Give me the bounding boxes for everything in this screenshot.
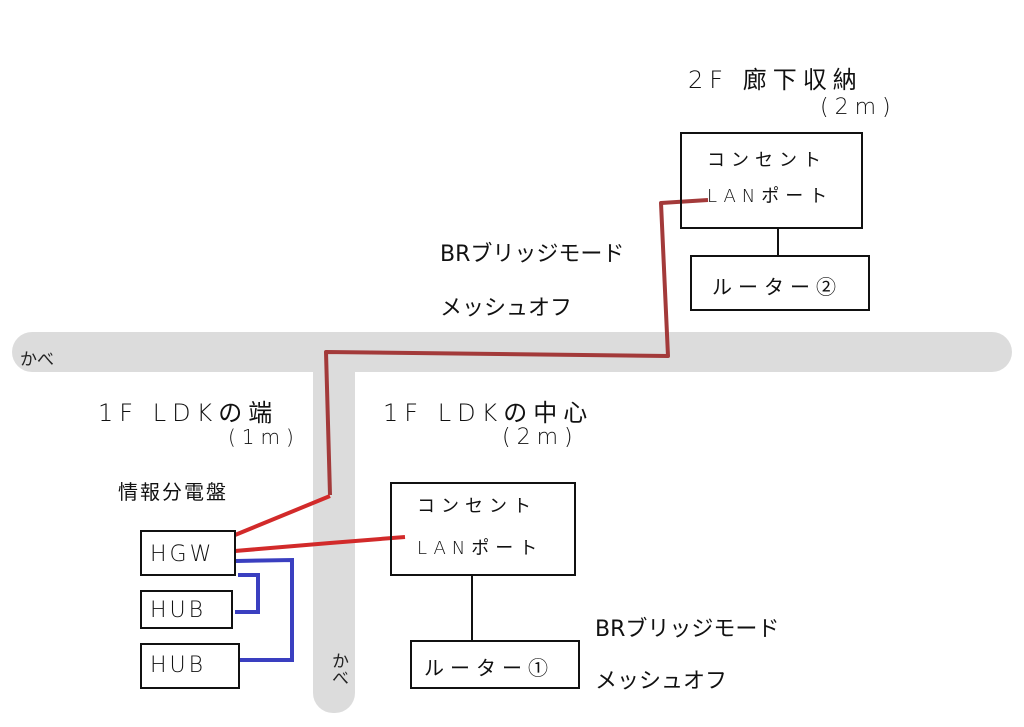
cable-hgw-to-wall	[234, 494, 331, 537]
location-1f-edge: 1F LDKの端	[98, 399, 279, 427]
distance-1f-edge: (1m)	[228, 425, 300, 449]
lan-port-label: LANポート	[417, 538, 544, 559]
device-hub-2: HUB	[140, 643, 240, 689]
lan-port-label: LANポート	[707, 186, 834, 207]
wall-horizontal	[12, 332, 1012, 372]
wall-label: かべ	[328, 652, 348, 686]
device-hub-1: HUB	[140, 590, 233, 629]
distance-1f-center: (2m)	[502, 425, 579, 450]
cable-2f	[324, 198, 709, 496]
outlet-box-1f: コンセント LANポート	[390, 482, 576, 576]
router-1: ルーター①	[410, 640, 580, 689]
device-label: HUB	[150, 653, 207, 678]
wall-vertical	[313, 345, 355, 713]
location-1f-center: 1F LDKの中心	[383, 399, 594, 427]
cable-hgw-hub1	[235, 573, 260, 614]
cable-hgw-hub2	[235, 557, 294, 662]
mesh-setting-2f: メッシュオフ	[440, 296, 573, 321]
device-label: HUB	[150, 598, 207, 623]
mesh-setting-1f: メッシュオフ	[595, 669, 728, 694]
router-label: ルーター②	[712, 275, 842, 299]
distance-2f: (2m)	[820, 95, 897, 120]
outlet-label: コンセント	[707, 150, 827, 171]
device-label: HGW	[150, 542, 215, 567]
location-2f: 2F 廊下収納	[688, 66, 863, 94]
cable-hgw-to-center	[234, 535, 406, 553]
outlet-label: コンセント	[417, 496, 537, 517]
router-2: ルーター②	[690, 255, 870, 311]
outlet-box-2f: コンセント LANポート	[680, 132, 863, 229]
device-hgw: HGW	[140, 530, 236, 576]
panel-label: 情報分電盤	[118, 480, 228, 504]
router-label: ルーター①	[424, 656, 554, 680]
wall-label: かべ	[20, 350, 54, 370]
mode-setting-1f: BRブリッジモード	[595, 617, 780, 642]
mode-setting-2f: BRブリッジモード	[440, 242, 625, 267]
